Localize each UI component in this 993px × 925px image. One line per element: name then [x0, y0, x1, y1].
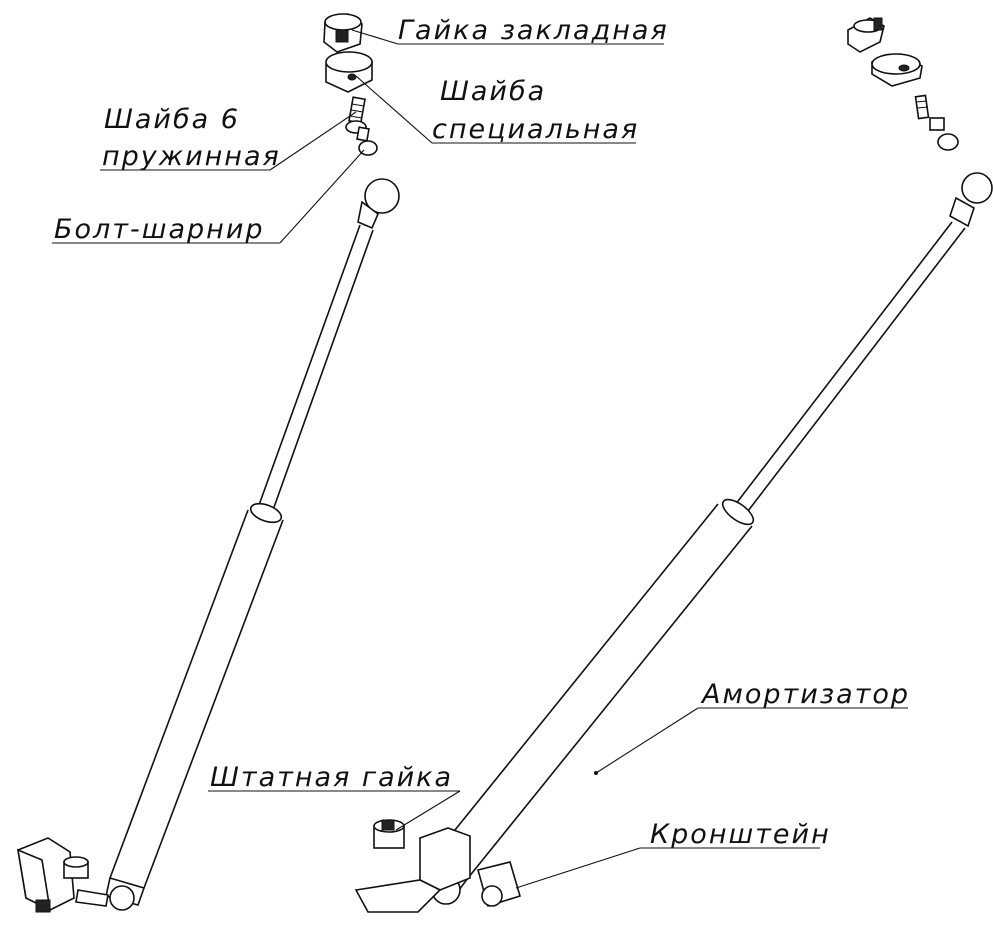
embedded-nut-part	[323, 13, 363, 53]
leader-lines	[52, 29, 908, 889]
label-special-washer-line1: Шайба	[440, 76, 546, 107]
special-washer-part	[325, 51, 373, 93]
right-embedded-nut	[847, 17, 885, 53]
label-bracket: Кронштейн	[650, 819, 831, 850]
callout-labels: Гайка закладная Шайба специальная Шайба …	[54, 15, 910, 850]
left-bracket	[16, 837, 109, 913]
label-spring-washer-line1: Шайба 6	[104, 104, 240, 135]
label-spring-washer-line2: пружинная	[102, 141, 281, 172]
label-embedded-nut: Гайка закладная	[398, 15, 669, 46]
standard-nut-part	[373, 819, 405, 849]
left-gas-strut	[105, 178, 400, 911]
label-standard-nut: Штатная гайка	[210, 762, 453, 793]
label-gas-strut: Амортизатор	[700, 679, 910, 710]
ball-bolt-part	[356, 126, 378, 156]
left-assembly	[16, 13, 400, 913]
right-special-washer	[871, 53, 923, 87]
right-bracket	[354, 827, 521, 913]
label-special-washer-line2: специальная	[432, 114, 639, 145]
right-gas-strut	[422, 172, 993, 905]
right-ball-bolt	[914, 94, 959, 151]
right-assembly	[354, 17, 993, 913]
label-ball-bolt: Болт-шарнир	[54, 214, 265, 245]
